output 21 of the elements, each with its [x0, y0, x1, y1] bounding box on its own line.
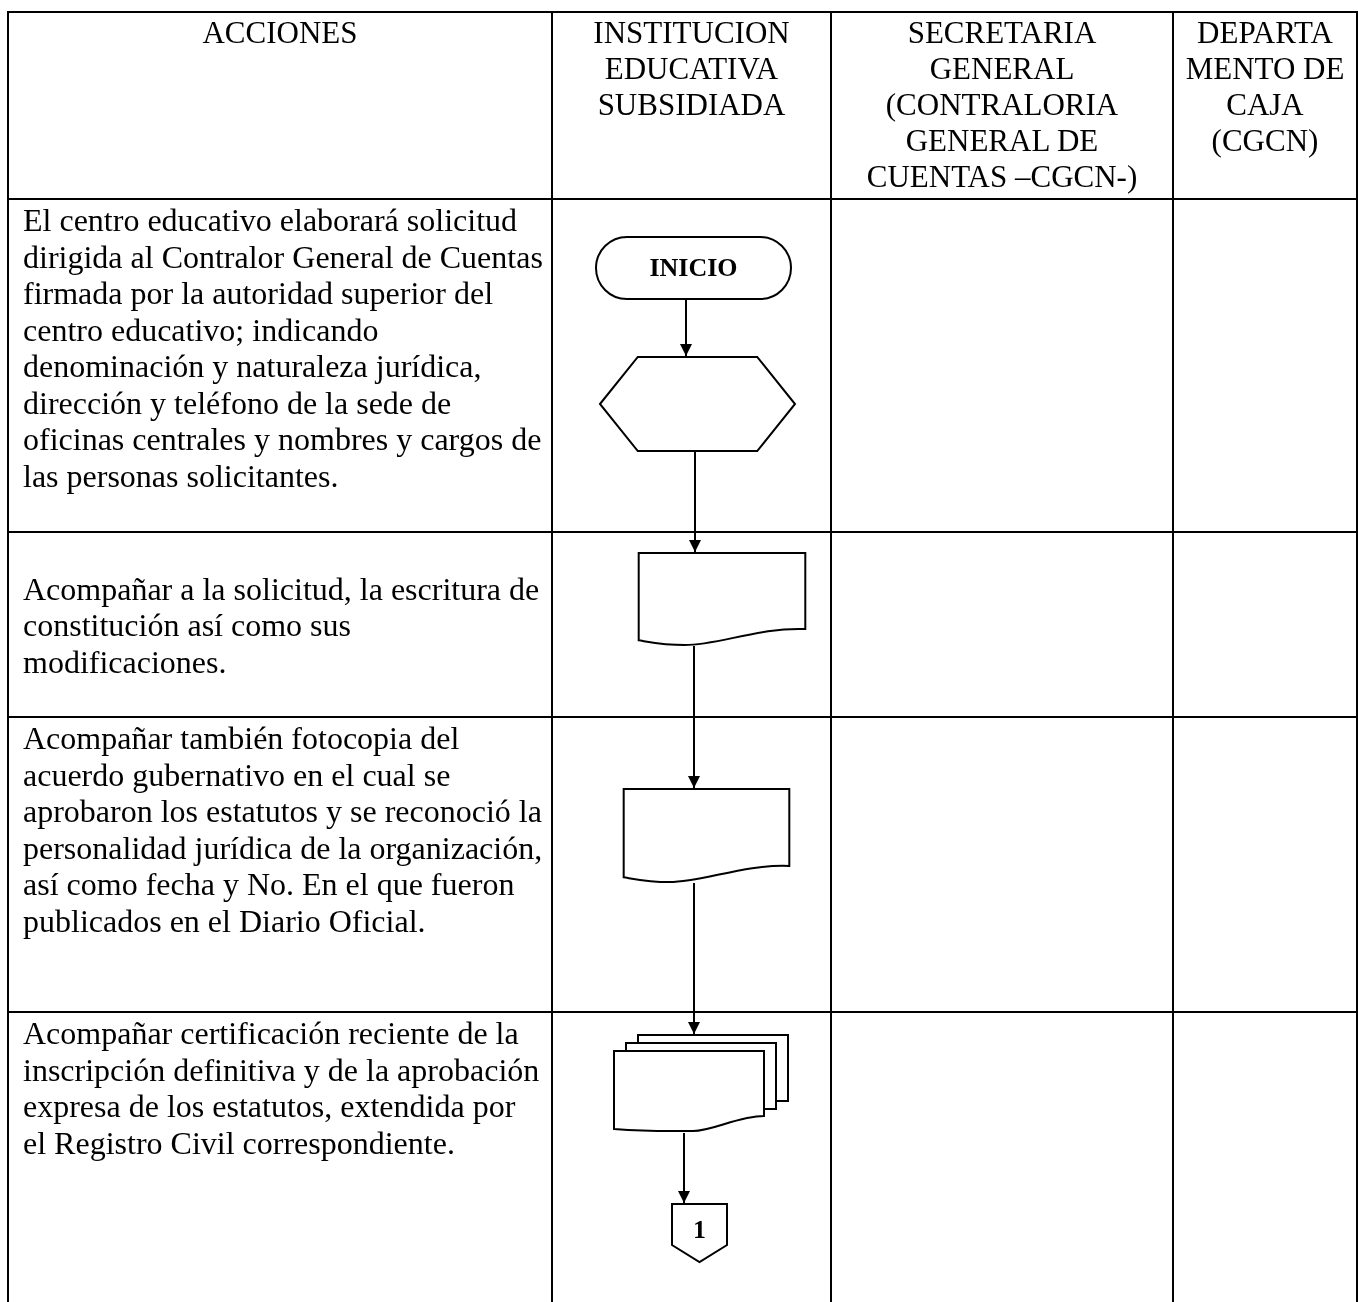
column-header: ACCIONES — [202, 15, 358, 51]
flow-arrow — [678, 1132, 690, 1204]
flow-arrow — [688, 645, 700, 789]
action-description: Acompañar también fotocopia del acuerdo gubernativo en el cual se aprobaron los estatutos y se reconoció la personalidad jurídica de la organización, así como fecha y No. En el que fueron publicados en el Diario Oficial. — [23, 720, 544, 939]
multi-document-shape — [613, 1034, 789, 1133]
flow-arrow — [680, 299, 692, 357]
column-header: INSTITUCION EDUCATIVA SUBSIDIADA — [592, 15, 791, 123]
action-description: Acompañar a la solicitud, la escritura de constitución así como sus modificaciones. — [23, 570, 541, 681]
document-shape — [622, 788, 791, 883]
document-shape — [637, 552, 807, 646]
action-description: El centro educativo elaborará solicitud dirigida al Contralor General de Cuentas firmada por la autoridad superior del centro educativo; indicando denominación y naturaleza jurídica, dirección y teléfono de la sede de oficinas centrales y nombres y cargos de las personas solicitantes. — [23, 202, 544, 494]
column-header: DEPARTA MENTO DE CAJA (CGCN) — [1184, 15, 1346, 159]
terminal-shape — [595, 236, 792, 300]
flow-arrow — [689, 451, 701, 553]
column-header: SECRETARIA GENERAL (CONTRALORIA GENERAL DE CUENTAS –CGCN-) — [865, 15, 1139, 195]
connector-label: 1 — [693, 1217, 706, 1243]
terminal-label: INICIO — [649, 255, 738, 281]
off-page-connector — [671, 1203, 728, 1263]
preparation-hexagon — [598, 356, 797, 452]
flow-arrow — [688, 882, 700, 1035]
action-description: Acompañar certificación reciente de la inscripción definitiva y de la aprobación expresa de los estatutos, extendida por el Registro Civil correspondiente. — [23, 1015, 541, 1161]
